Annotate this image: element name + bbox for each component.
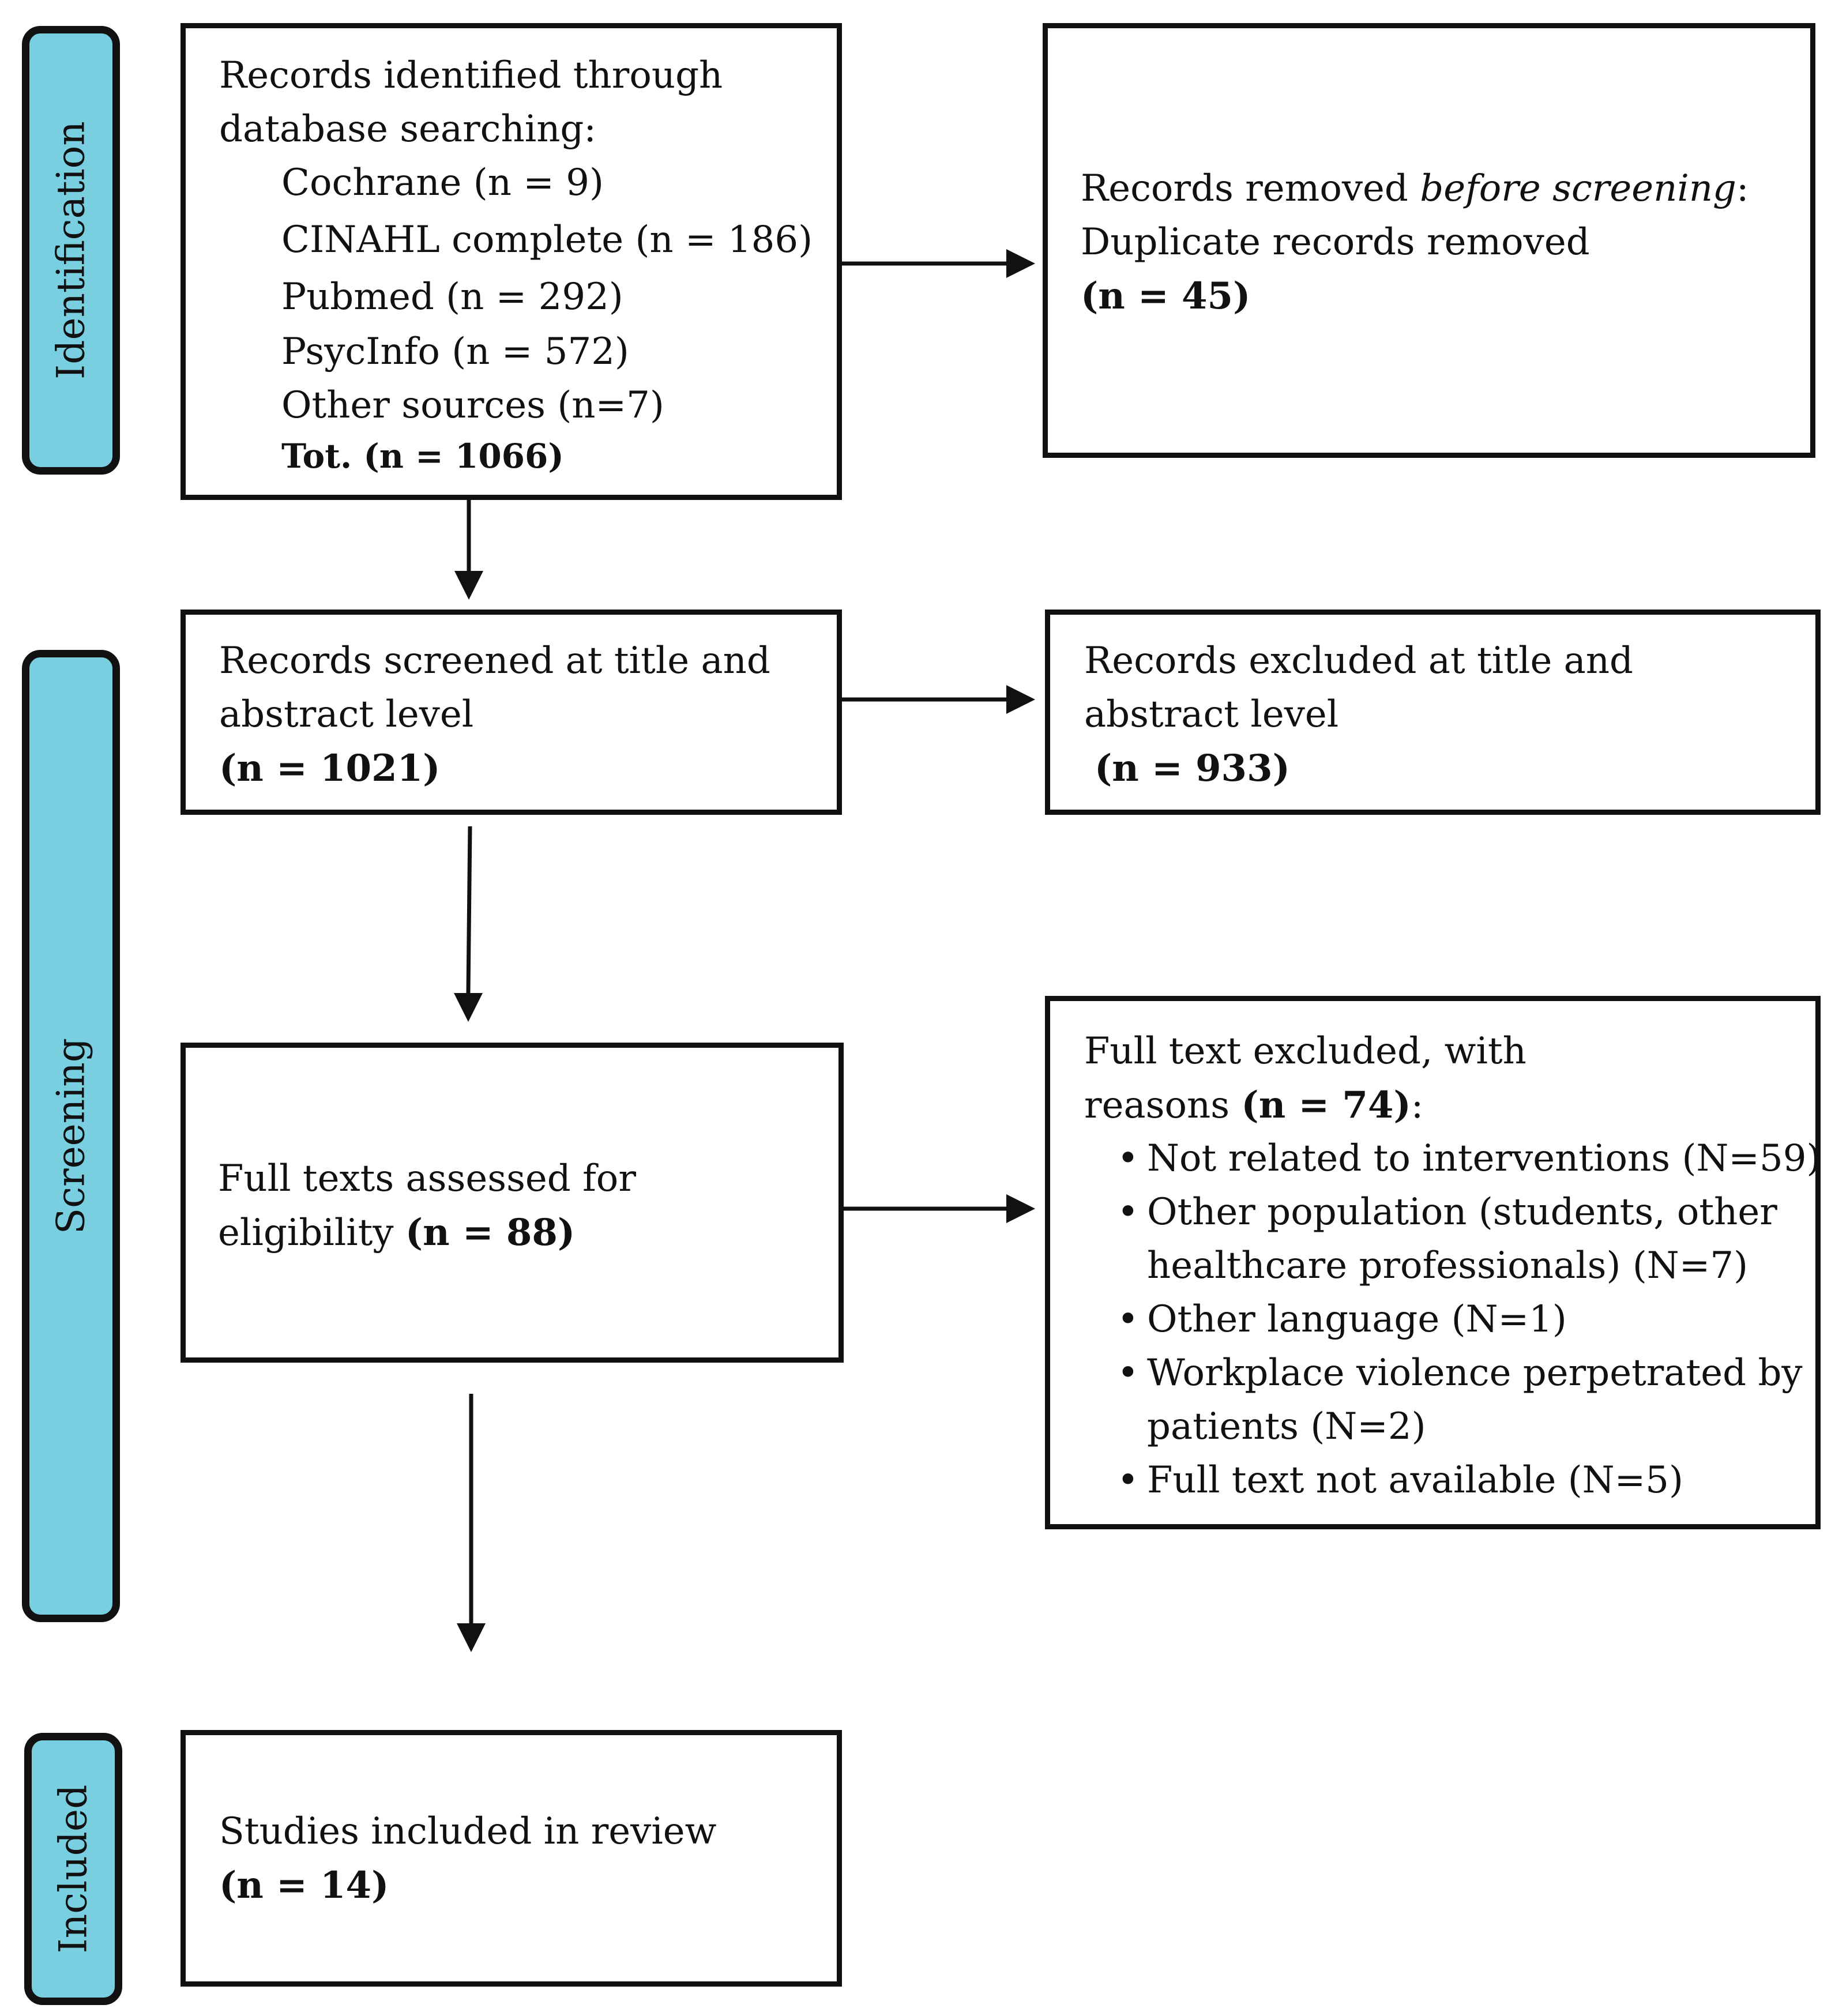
screened-box [181,610,842,815]
screened-line2: abstract level [219,693,474,736]
phase-screening: Screening [22,650,120,1622]
fulltext-excluded-count: (n = 74) [1241,1084,1411,1127]
reason-item: Full text not available (N=5) [1087,1454,1821,1507]
fulltext-count: (n = 88) [405,1211,576,1254]
removed-line1: Records removed before screening: [1081,162,1749,216]
reason-item: Other population (students, other [1087,1186,1821,1239]
arrowhead-fulltext [454,993,483,1022]
removed-count: (n = 45) [1081,274,1251,318]
included-box [181,1730,842,1987]
fulltext-excluded-box [1045,996,1821,1529]
phase-identification: Identification [22,26,120,475]
identified-box [181,23,842,500]
phase-included: Included [24,1733,122,2005]
reason-item: Other language (N=1) [1087,1293,1821,1346]
fulltext-excluded-line1: Full text excluded, with [1084,1030,1526,1073]
excluded-line1: Records excluded at title and [1084,640,1633,682]
reason-item-continued: patients (N=2) [1087,1400,1821,1454]
fulltext-excluded-line2: reasons (n = 74): [1084,1078,1423,1133]
identified-source-other: Other sources (n=7) [281,384,664,427]
reason-item: Not related to interventions (N=59) [1087,1132,1821,1186]
arrowhead-excluded [1006,685,1035,714]
excluded-box [1045,610,1821,815]
excluded-line2: abstract level [1084,693,1339,736]
reasons-list: Not related to interventions (N=59) Othe… [1087,1132,1821,1507]
arrowhead-screened [454,571,483,600]
fulltext-line1: Full texts assessed for [218,1157,636,1200]
reason-item-continued: healthcare professionals) (N=7) [1087,1239,1821,1293]
arrowhead-fulltext-excluded [1006,1194,1035,1223]
identified-line1: Records identified through [219,54,723,97]
fulltext-line2: eligibility (n = 88) [218,1206,575,1260]
reason-item-continued-text: healthcare professionals) (N=7) [1147,1244,1748,1287]
included-line1: Studies included in review [219,1810,717,1853]
identified-source-psycinfo: PsycInfo (n = 572) [281,330,629,373]
identified-source-pubmed: Pubmed (n = 292) [281,276,623,318]
reason-item-continued-text: patients (N=2) [1147,1405,1426,1448]
excluded-count: (n = 933) [1095,747,1290,790]
screened-line1: Records screened at title and [219,640,770,682]
fulltext-box [181,1043,844,1363]
arrow-screened-to-fulltext [466,826,472,994]
fulltext-line2-text: eligibility [218,1212,405,1254]
removed-suffix: : [1736,167,1749,210]
identified-source-cochrane: Cochrane (n = 9) [281,161,604,204]
arrowhead-included [457,1623,486,1652]
identified-total: Tot. (n = 1066) [281,437,564,476]
removed-line2: Duplicate records removed [1081,221,1590,264]
reason-item: Workplace violence perpetrated by [1087,1346,1821,1400]
fulltext-excluded-reasons: Not related to interventions (N=59) Othe… [1087,1132,1821,1507]
removed-emphasis: before screening [1420,167,1736,210]
fulltext-excluded-line2-suffix: : [1411,1084,1424,1127]
screened-count: (n = 1021) [219,747,441,790]
arrowhead-removed [1006,249,1035,278]
identified-line2: database searching: [219,108,596,151]
included-count: (n = 14) [219,1864,389,1907]
removed-prefix: Records removed [1081,167,1420,210]
removed-box [1043,23,1815,458]
identified-source-cinahl: CINAHL complete (n = 186) [281,219,813,261]
fulltext-excluded-line2-prefix: reasons [1084,1084,1242,1127]
